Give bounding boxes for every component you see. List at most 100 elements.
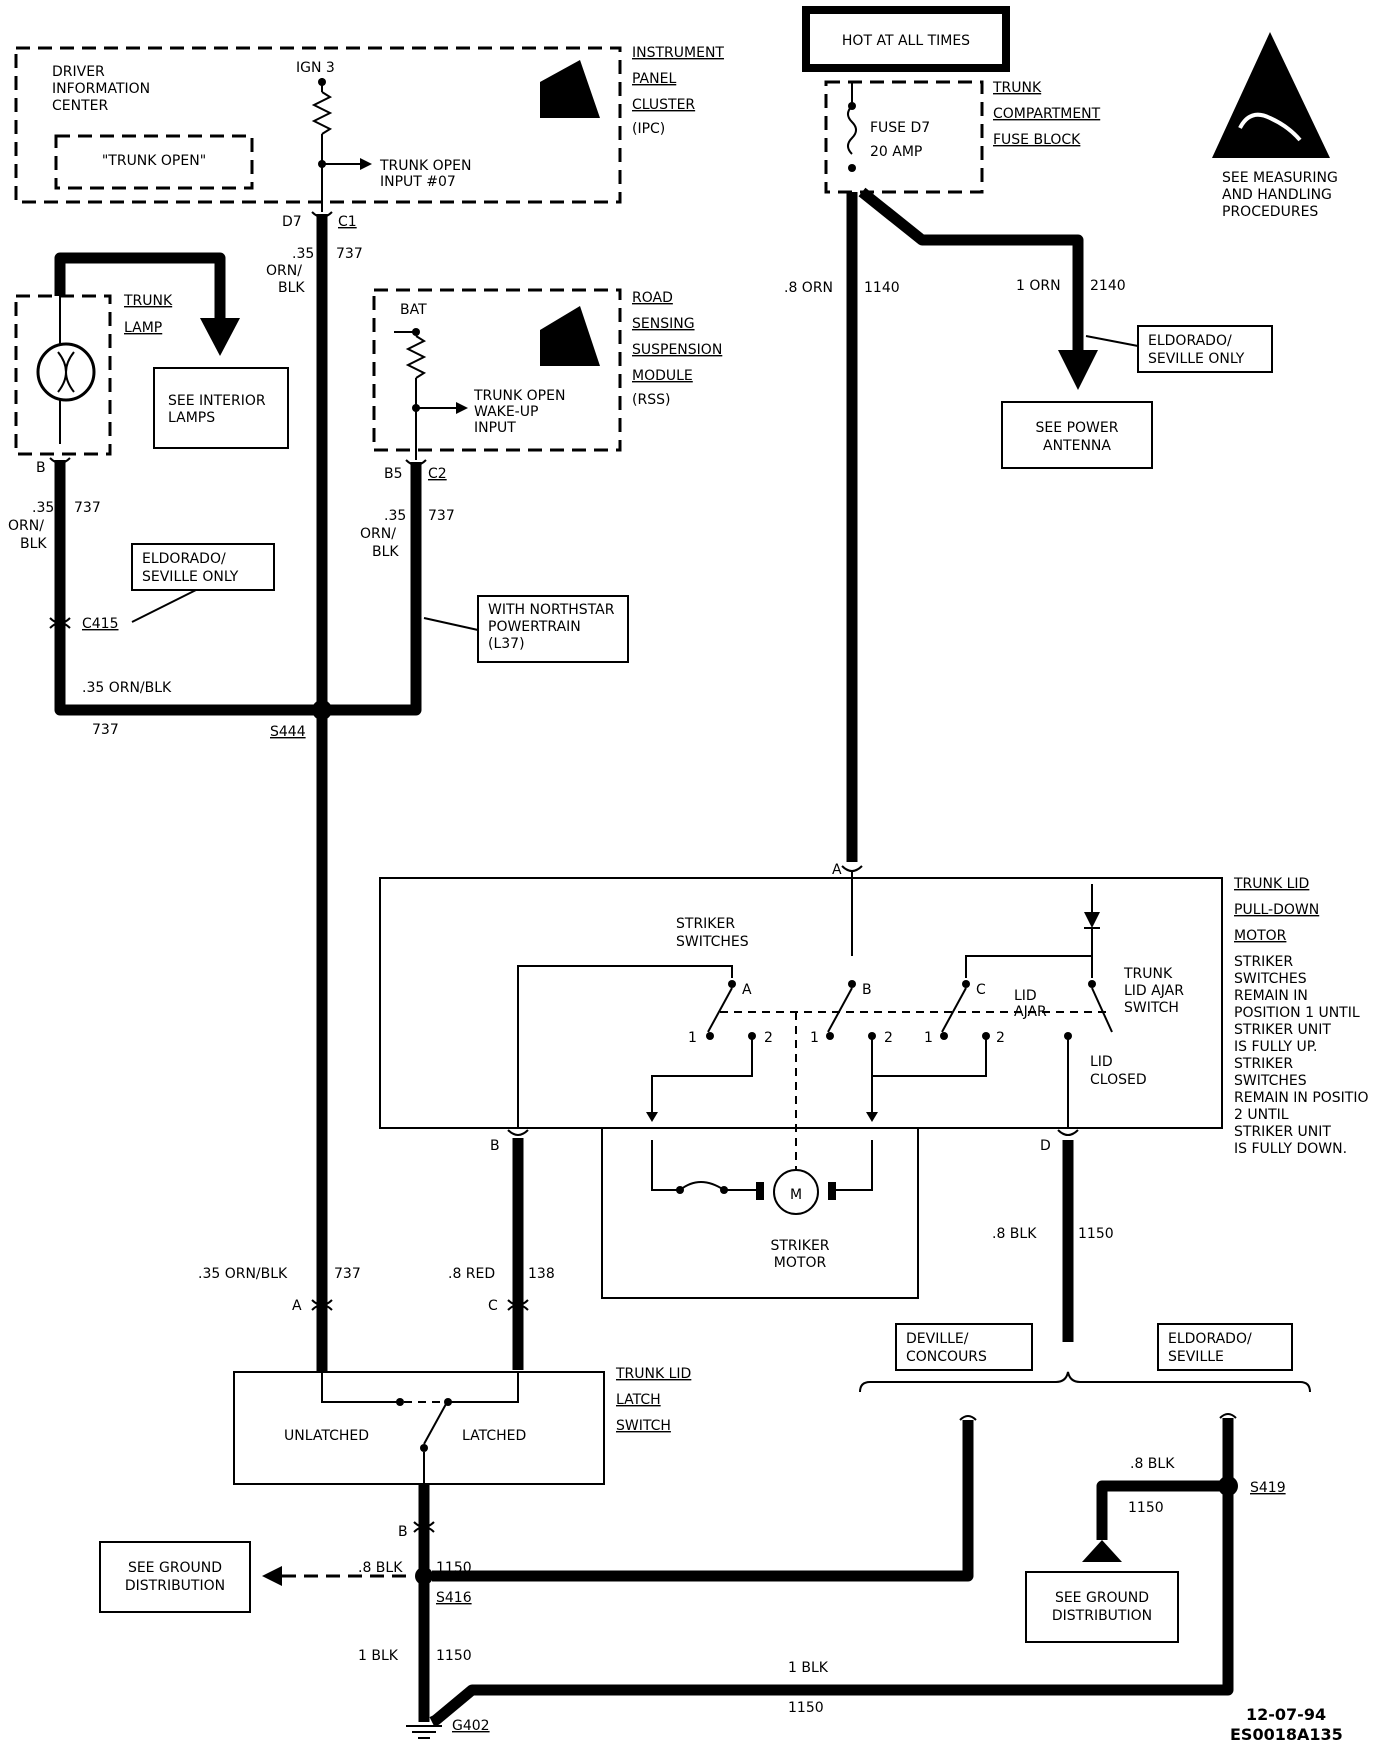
deville-label-2: CONCOURS (906, 1349, 987, 1365)
see-interior-lamps-1: SEE INTERIOR (168, 393, 266, 409)
ipc-name-3: CLUSTER (632, 97, 695, 113)
ipc-pin-d7: D7 (282, 214, 302, 230)
trunk-lamp-name-1: TRUNK (123, 293, 173, 309)
ipc-name-4: (IPC) (632, 121, 665, 137)
switch-b-label: B (862, 982, 872, 998)
wire-737-size-1: .35 (292, 246, 314, 262)
lid-ajar-1: LID (1014, 988, 1037, 1004)
motor-note-10: 2 UNTIL (1234, 1107, 1289, 1123)
motor-note-9: REMAIN IN POSITIO (1234, 1090, 1369, 1106)
arrow-right-icon (360, 158, 372, 170)
see-ground-right-2: DISTRIBUTION (1052, 1608, 1152, 1624)
eldorado-note-2: SEVILLE ONLY (142, 569, 239, 585)
ajar-switch-3: SWITCH (1124, 1000, 1179, 1016)
latched-label: LATCHED (462, 1428, 526, 1444)
s419-1150-size: .8 BLK (1130, 1456, 1175, 1472)
rss-name-2: SENSING (632, 316, 695, 332)
rss-name-3: SUSPENSION (632, 342, 722, 358)
footer: 12-07-94 ES0018A135 (1230, 1705, 1343, 1744)
wire-1140: .8 ORN 1140 (784, 192, 900, 862)
switch-c-label: C (976, 982, 986, 998)
switch-a-label: A (742, 982, 752, 998)
rss-name-4: MODULE (632, 368, 693, 384)
motor-note-1: STRIKER (1234, 954, 1293, 970)
northstar-note-3: (L37) (488, 636, 525, 652)
trunk-lamp-name-2: LAMP (124, 320, 162, 336)
see-power-antenna-1: SEE POWER (1036, 420, 1119, 436)
northstar-note-1: WITH NORTHSTAR (488, 602, 615, 618)
motor-note-3: REMAIN IN (1234, 988, 1308, 1004)
striker-switches-2: SWITCHES (676, 934, 749, 950)
g402-label: G402 (452, 1718, 490, 1734)
trunk-lid-latch-switch: A C UNLATCHED LATCHED TRUNK LID LATCH SW… (233, 1296, 691, 1485)
motor-note-7: STRIKER (1234, 1056, 1293, 1072)
wire-737-lamp: .35 ORN/ BLK 737 C415 .35 ORN/BLK 737 (8, 460, 322, 738)
see-interior-lamps-box: SEE INTERIOR LAMPS (153, 367, 289, 449)
rss-input-2: WAKE-UP (474, 404, 538, 420)
wire-2140-size: 1 ORN (1016, 278, 1061, 294)
wire-2140-circuit: 2140 (1090, 278, 1126, 294)
striker-motor-1: STRIKER (770, 1238, 829, 1254)
rss-wire-circuit: 737 (428, 508, 455, 524)
lid-closed-1: LID (1090, 1054, 1113, 1070)
fuse-icon (847, 105, 857, 155)
motor-note-12: IS FULLY DOWN. (1234, 1141, 1347, 1157)
motor-1150-size: .8 BLK (992, 1226, 1037, 1242)
switch-c-pos2: 2 (996, 1030, 1005, 1046)
s416-label: S416 (436, 1590, 472, 1606)
eldorado-variant-2: SEVILLE (1168, 1349, 1224, 1365)
see-ground-distribution-right: SEE GROUND DISTRIBUTION (1025, 1571, 1179, 1643)
instrument-panel-cluster: DRIVER INFORMATION CENTER "TRUNK OPEN" I… (14, 45, 724, 230)
arrow-down-icon (1058, 350, 1098, 390)
long-1150-size: 1 BLK (788, 1660, 829, 1676)
footer-code: ES0018A135 (1230, 1725, 1343, 1744)
lamp-wire-size-2: ORN/ (8, 518, 44, 534)
esd-warning: SEE MEASURING AND HANDLING PROCEDURES (1212, 32, 1338, 220)
motor-note-11: STRIKER UNIT (1234, 1124, 1331, 1140)
wire-1150-long: 1 BLK 1150 (429, 1413, 1237, 1727)
splice-s419: S419 .8 BLK 1150 (1082, 1456, 1286, 1562)
dic-label-2: INFORMATION (52, 81, 150, 97)
switch-a-pos2: 2 (764, 1030, 773, 1046)
resistor-icon (311, 91, 333, 135)
switch-c-pos1: 1 (924, 1030, 933, 1046)
antenna-note-1: ELDORADO/ (1148, 333, 1232, 349)
footer-date: 12-07-94 (1246, 1705, 1326, 1724)
lid-ajar-2: AJAR (1014, 1004, 1047, 1020)
lid-closed-2: CLOSED (1090, 1072, 1147, 1088)
motor-name-3: MOTOR (1234, 928, 1287, 944)
rss-name-1: ROAD (632, 290, 673, 306)
motor-note-5: STRIKER UNIT (1234, 1022, 1331, 1038)
latch-name-3: SWITCH (616, 1418, 671, 1434)
antenna-note: ELDORADO/ SEVILLE ONLY (1085, 325, 1273, 373)
wire-1140-size: .8 ORN (784, 280, 833, 296)
deville-label-1: DEVILLE/ (906, 1331, 969, 1347)
motor-note-8: SWITCHES (1234, 1073, 1307, 1089)
rss-bat-label: BAT (400, 302, 427, 318)
dic-label-3: CENTER (52, 98, 108, 114)
ipc-connector-c1: C1 (338, 214, 357, 230)
vehicle-variant-split: DEVILLE/ CONCOURS ELDORADO/ SEVILLE (859, 1323, 1311, 1393)
unlatched-label: UNLATCHED (284, 1428, 369, 1444)
splice-s444: S444 (270, 700, 332, 740)
motor-pin-b: B (490, 1138, 500, 1154)
see-power-antenna-box: SEE POWER ANTENNA (1001, 401, 1153, 469)
wire-737-size-3: BLK (278, 280, 305, 296)
wire-737-circuit: 737 (336, 246, 363, 262)
motor-note-6: IS FULLY UP. (1234, 1039, 1317, 1055)
rss-input-1: TRUNK OPEN (473, 388, 565, 404)
hot-at-all-times-box: HOT AT ALL TIMES (802, 6, 1010, 72)
switch-a-pos1: 1 (688, 1030, 697, 1046)
ground-1150-size: 1 BLK (358, 1648, 399, 1664)
lamp-wire-size-1: .35 (32, 500, 54, 516)
rss-connector-c2: C2 (428, 466, 447, 482)
diode-icon (1084, 912, 1100, 928)
arrow-right-icon (456, 402, 468, 414)
pull-down-motor: A STRIKER SWITCHES A 1 2 B 1 2 C 1 2 (379, 862, 1369, 1299)
esd-icon (540, 306, 600, 366)
arrow-down-icon (200, 318, 240, 356)
esd-warning-icon (1212, 32, 1330, 158)
latch-pin-b: B (398, 1524, 408, 1540)
lamp-wire-circuit: 737 (74, 500, 101, 516)
